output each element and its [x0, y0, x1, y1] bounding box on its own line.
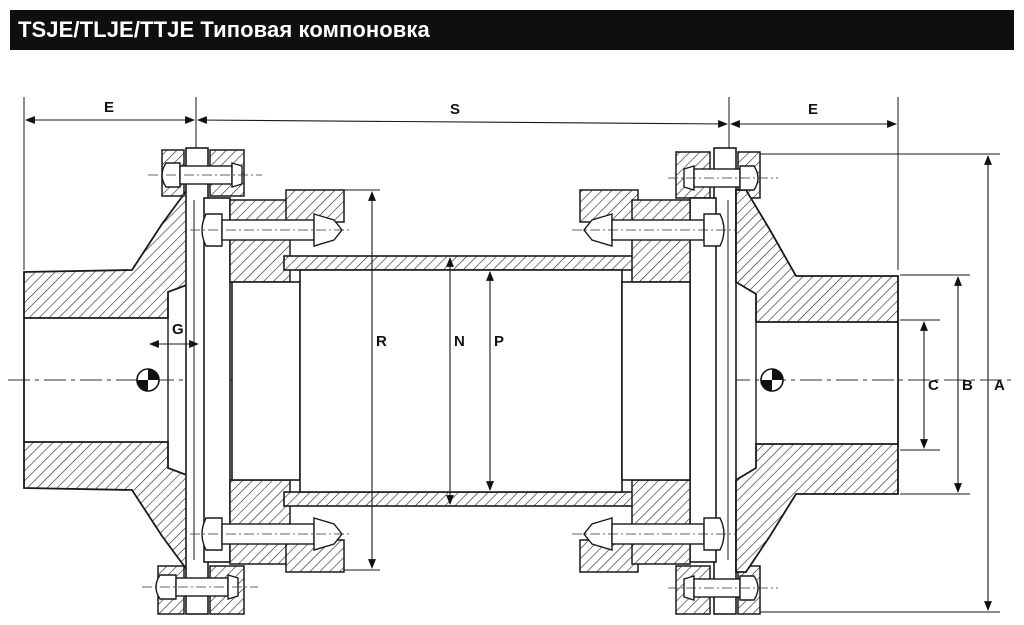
page-title: TSJE/TLJE/TTJE Типовая компоновка [18, 17, 430, 42]
dim-line-s [197, 116, 728, 128]
label-r: R [376, 333, 387, 350]
right-flange [621, 147, 761, 615]
label-a: A [994, 377, 1005, 394]
label-e-left: E [104, 99, 114, 116]
label-g: G [172, 321, 184, 338]
label-b: B [962, 377, 973, 394]
label-c: C [928, 377, 939, 394]
center-of-gravity-icon [760, 368, 784, 392]
label-e-right: E [808, 101, 818, 118]
label-s: S [450, 101, 460, 118]
spacer-tube [283, 189, 643, 573]
right-hub [735, 189, 899, 573]
label-n: N [454, 333, 465, 350]
title-bar: TSJE/TLJE/TTJE Типовая компоновка [10, 10, 1014, 50]
label-p: P [494, 333, 504, 350]
center-of-gravity-icon [136, 368, 160, 392]
